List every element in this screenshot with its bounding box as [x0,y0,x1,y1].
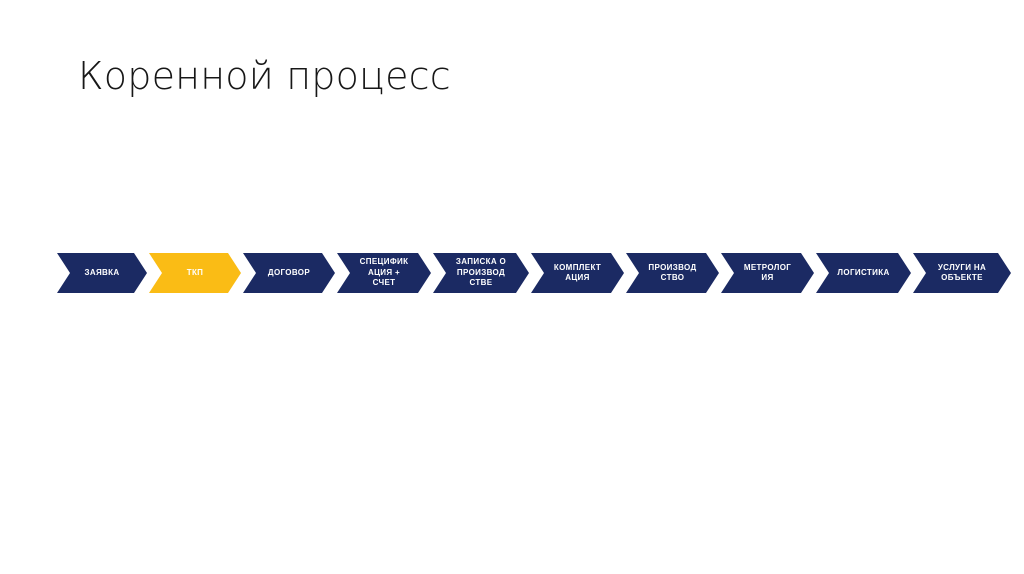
process-step-label: КОМПЛЕКТ АЦИЯ [553,262,602,282]
process-step-label: УСЛУГИ НА ОБЪЕКТЕ [937,262,987,282]
process-step-9[interactable]: ЛОГИСТИКА [816,253,911,293]
process-step-6[interactable]: КОМПЛЕКТ АЦИЯ [531,253,624,293]
process-step-1[interactable]: ЗАЯВКА [57,253,147,293]
process-step-7[interactable]: ПРОИЗВОД СТВО [626,253,719,293]
process-step-2[interactable]: ТКП [149,253,241,293]
process-step-3[interactable]: ДОГОВОР [243,253,335,293]
process-flow-diagram: ЗАЯВКА ТКП ДОГОВОР СПЕЦИФИК АЦИЯ + СЧЕТ ЗАПИ… [57,253,1011,293]
process-step-label: ЛОГИСТИКА [837,267,890,277]
process-step-label: ЗАПИСКА О ПРОИЗВОД СТВЕ [455,257,507,288]
process-step-label: ТКП [186,267,204,277]
page-title: Коренной процесс [78,54,451,98]
process-step-5[interactable]: ЗАПИСКА О ПРОИЗВОД СТВЕ [433,253,529,293]
process-step-8[interactable]: МЕТРОЛОГ ИЯ [721,253,814,293]
process-step-label: ДОГОВОР [267,267,311,277]
process-step-label: СПЕЦИФИК АЦИЯ + СЧЕТ [359,257,409,288]
process-step-label: ЗАЯВКА [84,267,120,277]
process-step-label: ПРОИЗВОД СТВО [648,262,697,282]
process-step-10[interactable]: УСЛУГИ НА ОБЪЕКТЕ [913,253,1011,293]
process-step-4[interactable]: СПЕЦИФИК АЦИЯ + СЧЕТ [337,253,431,293]
process-step-label: МЕТРОЛОГ ИЯ [743,262,792,282]
